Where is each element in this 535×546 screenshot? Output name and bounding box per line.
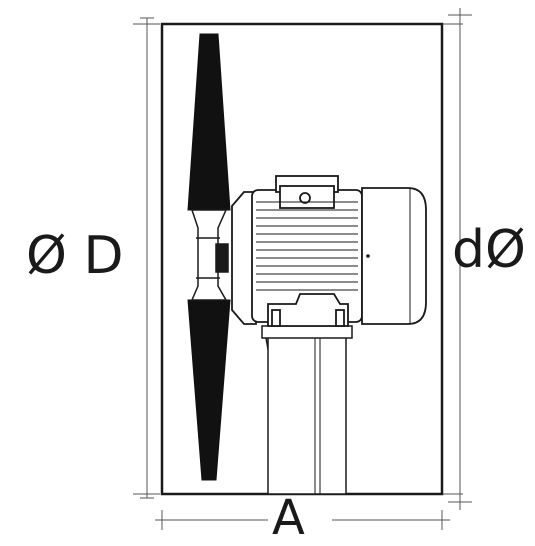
fan-hub <box>190 209 229 301</box>
inner-diameter-label: dØ <box>452 220 526 280</box>
motor-cooling-fins <box>256 201 358 291</box>
dimension-line-outer-diameter <box>133 17 160 499</box>
outer-diameter-label: Ø D <box>26 226 124 286</box>
dimension-line-length <box>155 510 450 530</box>
length-label: A <box>272 490 305 546</box>
motor <box>231 175 427 327</box>
fan-blade-bottom <box>187 299 231 481</box>
motor-support-stand <box>261 325 353 495</box>
fan-blade-top <box>187 33 231 211</box>
dimension-line-inner-diameter <box>443 8 472 510</box>
